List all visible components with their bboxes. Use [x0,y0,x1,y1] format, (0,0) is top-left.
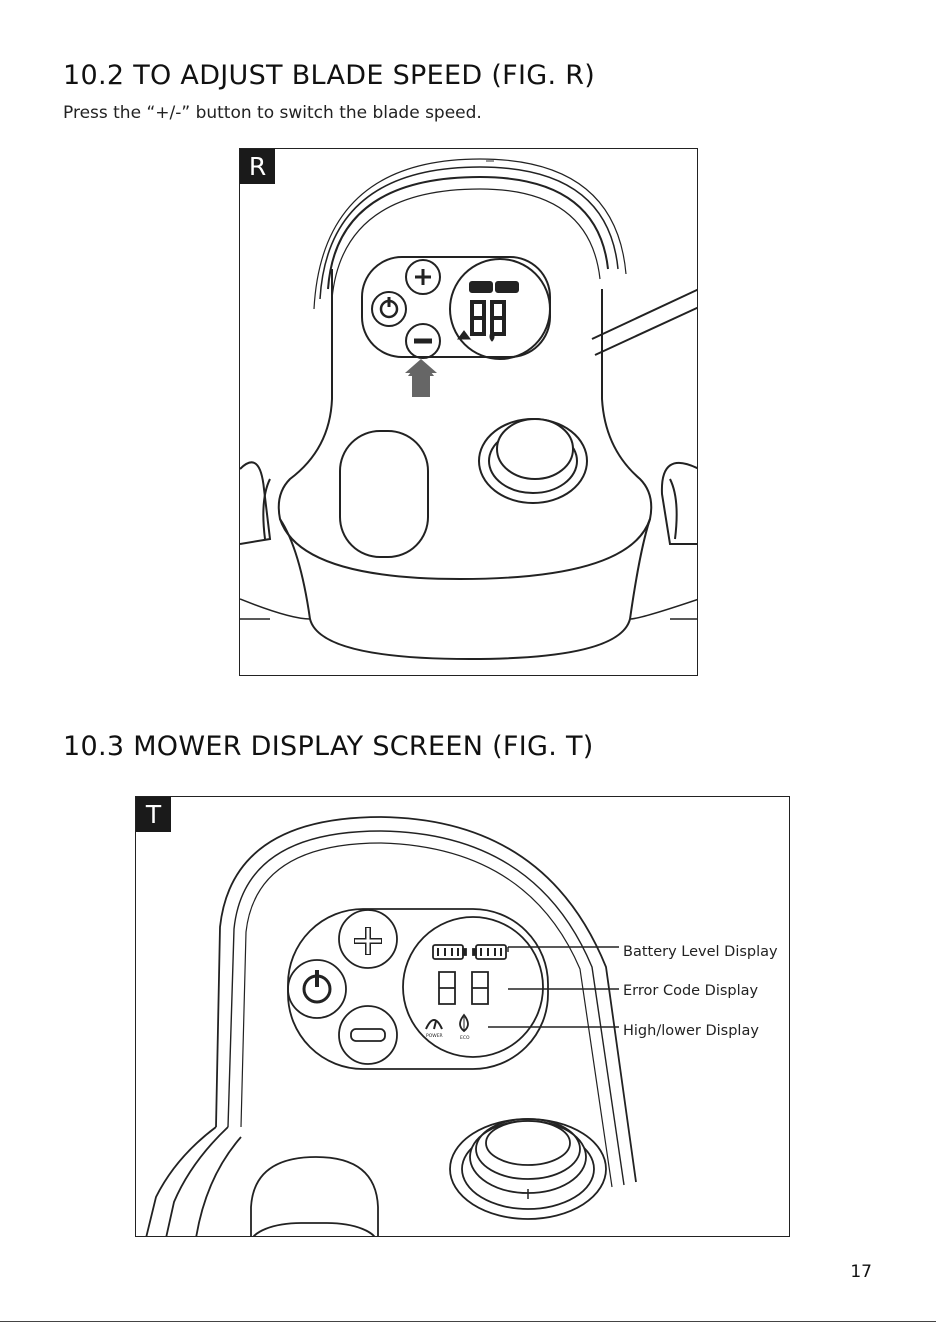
minus-button-icon [339,1006,397,1064]
power-button-icon [372,292,406,326]
battery-icon [433,945,506,959]
rounded-rectangle-key-icon [340,431,428,557]
plus-button-icon [406,260,440,294]
figure-r-control-panel: R [239,148,698,676]
mower-display-illustration: POWER ECO Battery Level Display Error Co… [136,797,790,1237]
lcd-display-icon: POWER ECO [403,917,543,1057]
figure-label-t: T [136,797,171,832]
figure-label-r: R [240,149,275,184]
power-button-icon [288,960,346,1018]
power-caption: POWER [426,1033,443,1039]
instruction-text: Press the “+/-” button to switch the bla… [63,103,482,123]
minus-button-icon [406,324,440,358]
knob-button-icon [479,419,587,503]
eco-caption: ECO [460,1035,470,1041]
callout-battery-level: Battery Level Display [623,944,778,960]
footer-divider [0,1321,936,1322]
lcd-display-icon [450,259,550,359]
section-heading-display-screen: 10.3 MOWER DISPLAY SCREEN (FIG. T) [63,731,594,762]
callout-error-code: Error Code Display [623,983,759,999]
knob-button-icon [450,1119,606,1219]
power-mode-icon: POWER [426,1020,443,1039]
arrow-up-icon [405,359,437,397]
mower-handle-outline-icon [240,159,698,659]
section-heading-adjust-blade-speed: 10.2 TO ADJUST BLADE SPEED (FIG. R) [63,60,595,91]
callout-high-lower: High/lower Display [623,1023,759,1039]
figure-t-display-screen: T [135,796,790,1237]
error-code-digits-icon [439,972,488,1004]
eco-leaf-icon: ECO [460,1015,470,1041]
page-number: 17 [850,1262,872,1282]
plus-button-icon [339,910,397,968]
mower-control-panel-illustration [240,149,698,676]
